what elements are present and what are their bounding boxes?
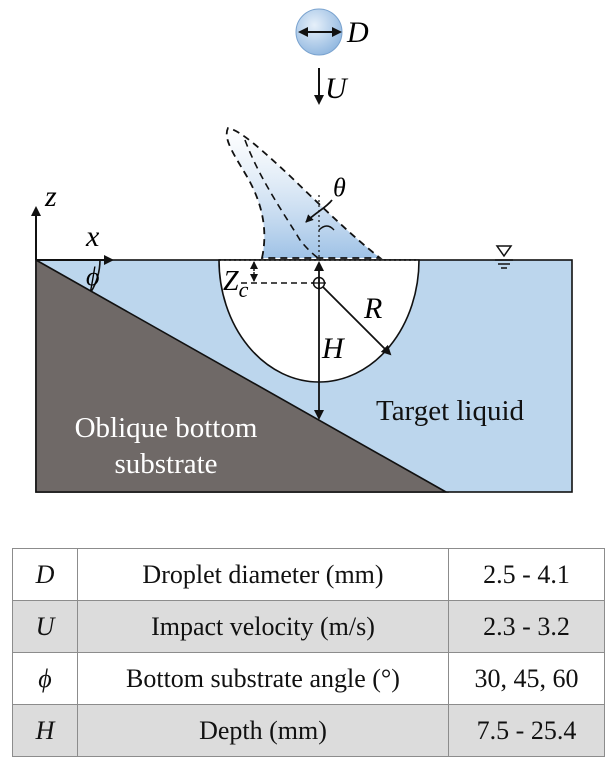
parameters-table: D Droplet diameter (mm) 2.5 - 4.1 U Impa… (12, 548, 605, 757)
radius-arrow (322, 286, 392, 356)
row-symbol: U (12, 600, 78, 653)
row-symbol: ϕ (12, 652, 78, 705)
x-axis-label: x (85, 220, 100, 253)
theta-pointer-arrow (305, 199, 333, 223)
liquid-label: Target liquid (376, 395, 525, 427)
substrate-label-line1: Oblique bottom (75, 412, 258, 444)
zc-label: Zc (223, 266, 249, 302)
z-axis-label: z (44, 180, 57, 213)
row-value: 2.5 - 4.1 (448, 548, 605, 601)
experiment-schematic: D U z x ϕ θ Zc R H (31, 8, 573, 493)
row-description: Bottom substrate angle (°) (77, 652, 449, 705)
velocity-label: U (325, 72, 349, 105)
row-description: Depth (mm) (77, 704, 449, 757)
phi-angle-arc (90, 259, 101, 293)
row-description: Impact velocity (m/s) (77, 600, 449, 653)
row-value: 30, 45, 60 (448, 652, 605, 705)
theta-label: θ (333, 173, 346, 202)
table-row: U Impact velocity (m/s) 2.3 - 3.2 (12, 600, 605, 653)
jet-inner-edge (244, 139, 319, 259)
droplet-diameter-label: D (346, 16, 369, 49)
table-row: ϕ Bottom substrate angle (°) 30, 45, 60 (12, 652, 605, 705)
table-row: H Depth (mm) 7.5 - 25.4 (12, 704, 605, 757)
jet-sheet (225, 127, 383, 259)
row-value: 7.5 - 25.4 (448, 704, 605, 757)
droplet (295, 8, 343, 56)
table-row: D Droplet diameter (mm) 2.5 - 4.1 (12, 548, 605, 601)
row-value: 2.3 - 3.2 (448, 600, 605, 653)
radius-label: R (363, 292, 382, 325)
depth-label: H (321, 332, 346, 365)
theta-angle-arc (318, 225, 335, 231)
oblique-bottom-substrate (35, 258, 450, 493)
phi-label: ϕ (86, 262, 99, 291)
row-symbol: D (12, 548, 78, 601)
substrate-label-line2: substrate (114, 448, 217, 480)
water-level-icon (495, 245, 513, 269)
row-symbol: H (12, 704, 78, 757)
row-description: Droplet diameter (mm) (77, 548, 449, 601)
